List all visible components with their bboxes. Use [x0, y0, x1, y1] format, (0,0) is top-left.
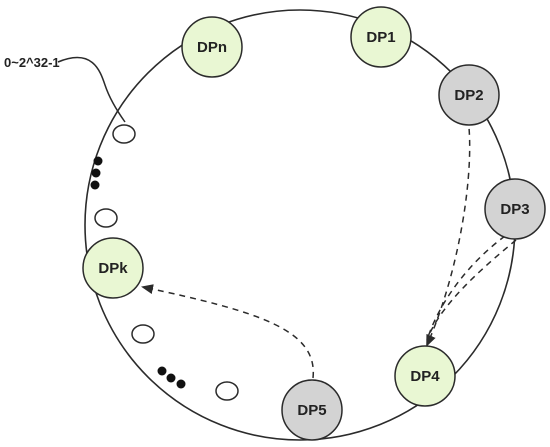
node-dpk: DPk — [82, 237, 144, 299]
node-dp3-circle — [484, 178, 546, 240]
node-dp3-label: DP3 — [500, 201, 529, 218]
node-dpn: DPn — [181, 16, 243, 78]
node-dpn-circle — [181, 16, 243, 78]
node-dp5-label: DP5 — [297, 402, 326, 419]
arrow-dp3-to-dp4-b — [426, 235, 506, 341]
node-dp4-circle — [394, 345, 456, 407]
node-dpk-circle — [82, 237, 144, 299]
ellipsis-dots-bottom — [157, 366, 186, 389]
range-label: 0~2^32-1 — [4, 55, 60, 70]
node-dp2-label: DP2 — [454, 87, 483, 104]
arrow-dp2-to-dp4 — [426, 117, 471, 347]
node-dp1-circle — [350, 6, 412, 68]
ring-slot — [94, 208, 118, 228]
node-dp3: DP3 — [484, 178, 546, 240]
node-dp1: DP1 — [350, 6, 412, 68]
ring-slot — [131, 324, 155, 344]
node-dpk-label: DPk — [98, 260, 128, 277]
arrow-dp5-to-dpk — [141, 284, 314, 379]
ring-slot — [112, 124, 136, 144]
node-dp2: DP2 — [438, 64, 500, 126]
range-pointer-line — [57, 56, 126, 123]
node-dp5: DP5 — [281, 379, 343, 441]
ellipsis-dots-left — [90, 156, 103, 190]
node-dp2-circle — [438, 64, 500, 126]
arrow-dp3-to-dp4-a — [426, 239, 517, 341]
ring-slot — [215, 381, 239, 401]
node-dpn-label: DPn — [197, 39, 227, 56]
node-dp5-circle — [281, 379, 343, 441]
node-dp4-label: DP4 — [410, 368, 440, 385]
node-dp4: DP4 — [394, 345, 456, 407]
node-dp1-label: DP1 — [366, 29, 395, 46]
